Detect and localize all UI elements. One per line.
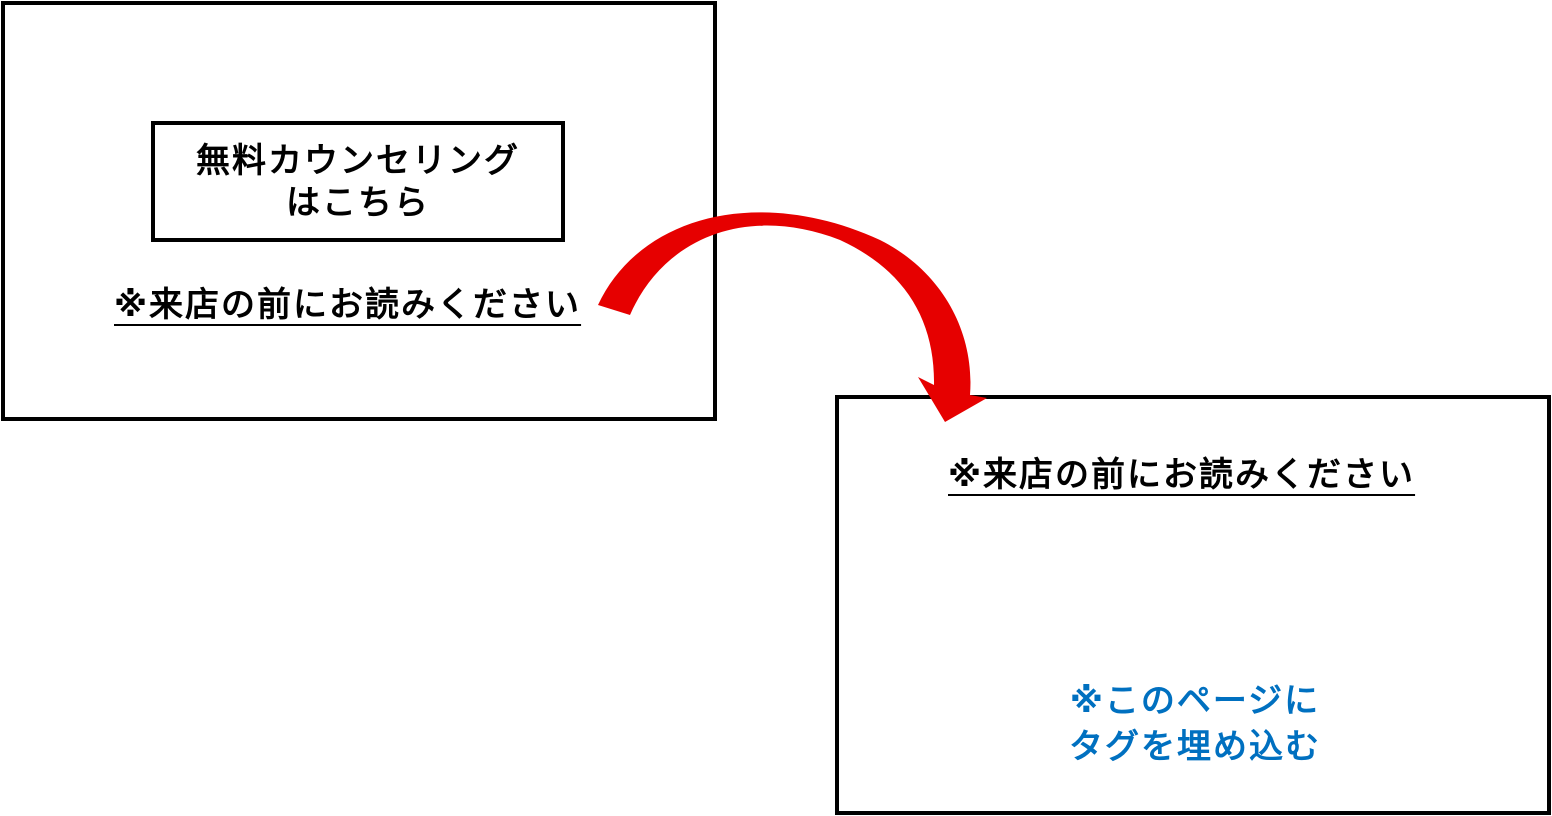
tag-note-line-1: ※このページに (1069, 681, 1321, 721)
tag-embed-note: ※このページに タグを埋め込む (1030, 678, 1360, 770)
notice-heading: ※来店の前にお読みください (948, 455, 1416, 495)
button-label-line-1: 無料カウンセリング (196, 140, 520, 181)
free-counseling-button[interactable]: 無料カウンセリング はこちら (151, 121, 565, 242)
notice-link[interactable]: ※来店の前にお読みください (114, 285, 582, 325)
tag-note-line-2: タグを埋め込む (1069, 727, 1321, 767)
notice-page-panel (835, 395, 1551, 815)
button-label-line-2: はこちら (286, 182, 430, 223)
